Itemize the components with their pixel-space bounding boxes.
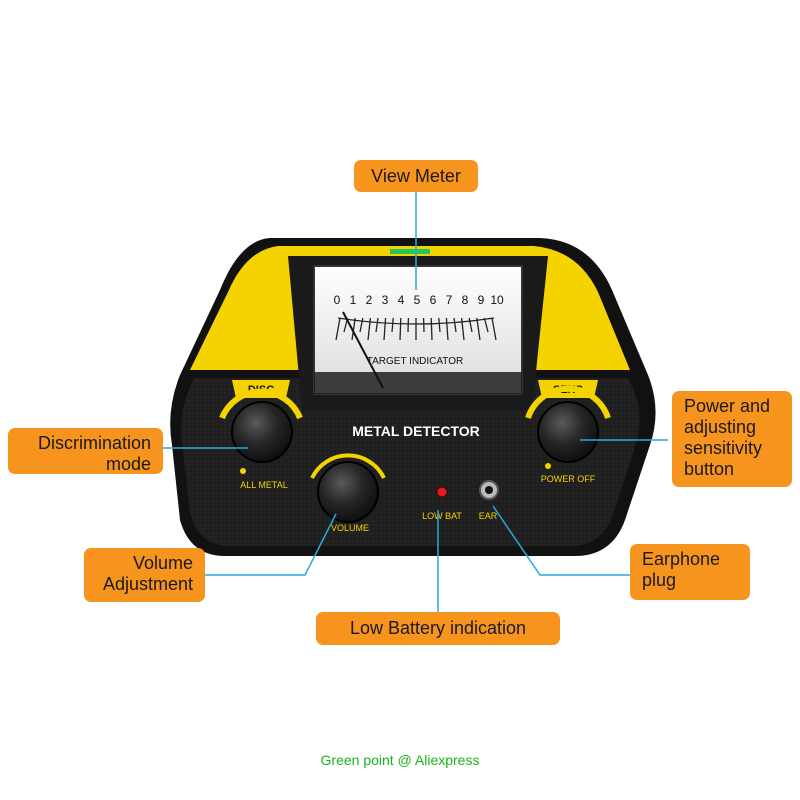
meter-tick bbox=[375, 317, 379, 333]
callout-view-meter: View Meter bbox=[354, 160, 478, 192]
volume-label: VOLUME bbox=[331, 523, 369, 533]
meter-tick bbox=[399, 317, 402, 341]
meter-scale-number: 3 bbox=[382, 293, 389, 307]
meter-tick bbox=[445, 317, 449, 341]
meter-tick bbox=[491, 317, 497, 341]
meter-arc bbox=[337, 317, 495, 325]
meter-needle bbox=[342, 311, 384, 389]
meter-tick bbox=[391, 317, 394, 333]
meter-scale-number: 10 bbox=[490, 293, 504, 307]
meter-tick bbox=[335, 317, 341, 341]
meter-tick bbox=[476, 317, 481, 341]
low-bat-label: LOW BAT bbox=[422, 511, 462, 521]
callout-discrimination-mode: Discrimination mode bbox=[8, 428, 163, 474]
meter-scale-number: 8 bbox=[462, 293, 469, 307]
callout-volume-adjustment: Volume Adjustment bbox=[84, 548, 205, 602]
meter-tick bbox=[383, 317, 387, 341]
callout-low-battery: Low Battery indication bbox=[316, 612, 560, 645]
sens-knob bbox=[537, 401, 599, 463]
all-metal-label: ALL METAL bbox=[240, 480, 288, 490]
meter-ticks bbox=[335, 317, 497, 341]
power-off-label: POWER OFF bbox=[541, 474, 596, 484]
meter-target-label: TARGET INDICATOR bbox=[367, 356, 464, 367]
meter-tick bbox=[430, 317, 433, 341]
ear-label: EAR bbox=[479, 511, 498, 521]
meter-tick bbox=[483, 317, 489, 333]
meter-scale-number: 4 bbox=[398, 293, 405, 307]
low-bat-led bbox=[436, 486, 448, 498]
leader-lines bbox=[163, 192, 668, 612]
brand-label: METAL DETECTOR bbox=[352, 423, 480, 439]
meter-tick bbox=[438, 317, 441, 333]
meter-tick bbox=[359, 317, 364, 333]
footer-credit: Green point @ Aliexpress bbox=[320, 752, 480, 768]
meter-scale-number: 1 bbox=[350, 293, 357, 307]
meter-tick bbox=[453, 317, 457, 333]
detector-face-plate bbox=[181, 378, 640, 546]
meter-scale-number: 5 bbox=[414, 293, 421, 307]
meter-scale-number: 6 bbox=[430, 293, 437, 307]
callout-power-sensitivity: Power and adjusting sensitivity button bbox=[672, 391, 792, 487]
volume-knob bbox=[317, 461, 379, 523]
meter-scale-number: 2 bbox=[366, 293, 373, 307]
meter-tick bbox=[468, 317, 473, 333]
meter-scale-number: 9 bbox=[478, 293, 485, 307]
meter-tick bbox=[351, 317, 356, 341]
meter-scale-number: 7 bbox=[446, 293, 453, 307]
callout-earphone-plug: Earphone plug bbox=[630, 544, 750, 600]
meter-scale-number: 0 bbox=[334, 293, 341, 307]
disc-knob bbox=[231, 401, 293, 463]
